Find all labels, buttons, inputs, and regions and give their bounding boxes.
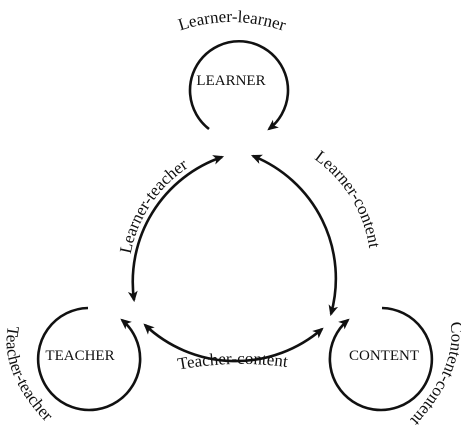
learner-node: LEARNER	[188, 39, 290, 131]
content-node: CONTENT	[328, 306, 434, 412]
content-content-text: Content-content	[407, 321, 461, 430]
teacher-teacher-label: Teacher-teacher	[2, 325, 57, 425]
learner-label: LEARNER	[196, 73, 265, 89]
teacher-teacher-text: Teacher-teacher	[2, 325, 57, 425]
teacher-content-arrow	[143, 323, 324, 363]
learner-learner-loop	[188, 39, 290, 131]
learner-content-text: Learner-content	[312, 147, 385, 250]
learner-learner-label: Learner-learner	[176, 7, 289, 35]
teacher-label: TEACHER	[45, 348, 114, 364]
content-content-label: Content-content	[407, 321, 461, 430]
teacher-content-label: Teacher-content	[176, 349, 289, 374]
content-content-loop	[328, 306, 434, 412]
learner-teacher-label: Learner-teacher	[116, 155, 191, 255]
content-label: CONTENT	[349, 348, 419, 364]
learner-content-arrow	[250, 154, 339, 317]
teacher-teacher-loop	[36, 306, 142, 412]
teacher-content-text: Teacher-content	[176, 349, 289, 374]
learner-content-label: Learner-content	[312, 147, 385, 250]
learner-learner-text: Learner-learner	[176, 7, 289, 35]
learner-teacher-arrow	[127, 155, 225, 303]
teacher-node: TEACHER	[36, 306, 142, 412]
learner-teacher-text: Learner-teacher	[116, 155, 191, 255]
